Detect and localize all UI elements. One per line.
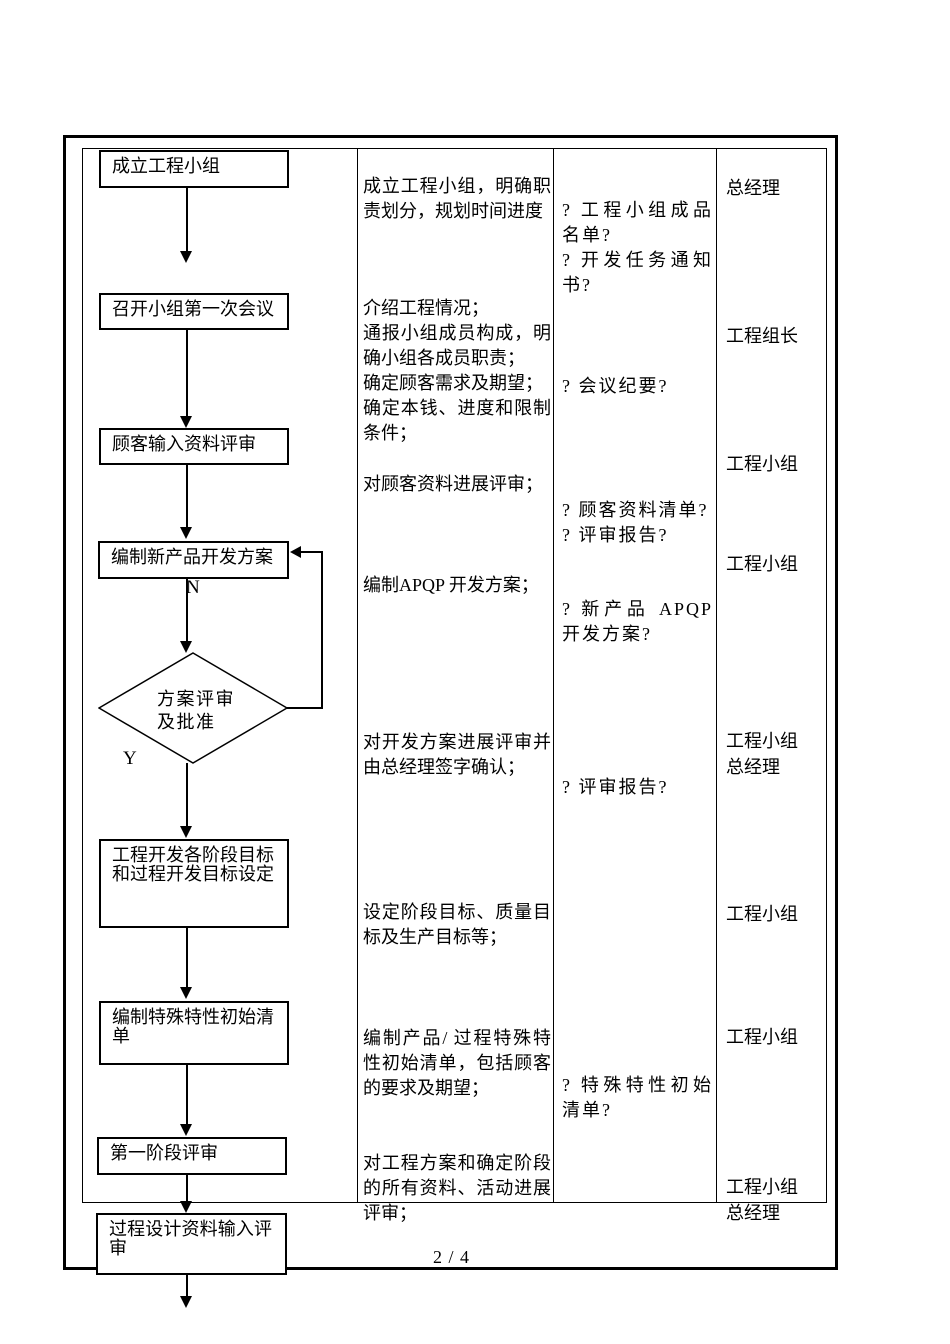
- decision-label: 方案评审及批准: [157, 689, 235, 732]
- responsible-item: 总经理: [726, 178, 780, 198]
- arrowhead-down-icon: [180, 641, 192, 653]
- arrowhead-down-icon: [180, 987, 192, 999]
- output-item: ? 顾客资料清单?: [562, 500, 709, 520]
- output-item: ? 评审报告?: [562, 525, 669, 545]
- arrowhead-down-icon: [180, 416, 192, 428]
- box-stage-goals-setting: 工程开发各阶段目标和过程开发目标设定: [99, 839, 289, 928]
- loop-connector: [287, 707, 323, 709]
- box-first-team-meeting: 召开小组第一次会议: [99, 293, 289, 330]
- arrowhead-down-icon: [180, 1124, 192, 1136]
- process-table: [82, 148, 827, 1203]
- branch-label-yes: Y: [123, 748, 137, 769]
- description-item: 介绍工程情况；通报小组成员构成，明确小组各成员职责；确定顾客需求及期望；确定本钱…: [363, 298, 551, 443]
- responsible-item: 工程小组: [726, 454, 798, 474]
- box-first-stage-review: 第一阶段评审: [97, 1137, 287, 1175]
- branch-label-no: N: [186, 577, 200, 598]
- description-item: 设定阶段目标、质量目标及生产目标等；: [363, 902, 551, 947]
- arrowhead-down-icon: [180, 527, 192, 539]
- flow-connector: [186, 465, 188, 527]
- box-special-characteristics-list: 编制特殊特性初始清单: [99, 1001, 289, 1065]
- responsible-item: 工程组长: [726, 326, 798, 346]
- box-customer-input-review: 顾客输入资料评审: [99, 428, 289, 465]
- responsible-item: 工程小组: [726, 554, 798, 574]
- description-item: 成立工程小组，明确职责划分，规划时间进度: [363, 176, 551, 221]
- responsible-item: 工程小组: [726, 1027, 798, 1047]
- box-establish-project-team: 成立工程小组: [99, 150, 289, 188]
- box-process-design-input-review: 过程设计资料输入评审: [96, 1213, 287, 1275]
- description-item: 编制APQP 开发方案；: [363, 575, 539, 595]
- flow-connector: [186, 579, 188, 641]
- output-item: ? 评审报告?: [562, 777, 669, 797]
- flow-connector: [186, 1064, 188, 1124]
- output-item: ? 特殊特性初始清单?: [562, 1075, 713, 1120]
- responsible-item: 工程小组总经理: [726, 1177, 798, 1223]
- description-item: 对顾客资料进展评审；: [363, 474, 543, 494]
- flow-connector: [186, 927, 188, 987]
- arrowhead-down-icon: [180, 826, 192, 838]
- output-item: ? 会议纪要?: [562, 376, 669, 396]
- flow-connector: [186, 188, 188, 251]
- box-new-product-dev-plan: 编制新产品开发方案: [98, 541, 289, 579]
- flow-connector: [186, 1175, 188, 1201]
- output-item: ? 开发任务通知书?: [562, 250, 713, 295]
- flow-connector: [186, 763, 188, 826]
- output-item: ? 新产品 APQP 开发方案?: [562, 599, 713, 644]
- column-divider: [357, 148, 358, 1203]
- responsible-item: 工程小组: [726, 904, 798, 924]
- flow-connector: [186, 1275, 188, 1296]
- loop-connector: [301, 551, 323, 553]
- flow-connector: [186, 330, 188, 416]
- loop-connector: [321, 551, 323, 709]
- arrowhead-down-icon: [180, 1296, 192, 1308]
- responsible-item: 工程小组总经理: [726, 731, 798, 777]
- description-item: 编制产品/ 过程特殊特性初始清单，包括顾客的要求及期望；: [363, 1028, 551, 1098]
- description-item: 对工程方案和确定阶段的所有资料、活动进展评审；: [363, 1153, 551, 1223]
- column-divider: [716, 148, 717, 1203]
- arrowhead-left-icon: [290, 546, 301, 558]
- arrowhead-down-icon: [180, 251, 192, 263]
- page-number: 2 / 4: [433, 1247, 471, 1267]
- page-border: [63, 135, 838, 1270]
- description-item: 对开发方案进展评审并由总经理签字确认；: [363, 732, 551, 777]
- output-item: ? 工程小组成品名单?: [562, 200, 713, 245]
- decision-plan-review-diamond: [98, 652, 288, 764]
- column-divider: [553, 148, 554, 1203]
- arrowhead-down-icon: [180, 1201, 192, 1213]
